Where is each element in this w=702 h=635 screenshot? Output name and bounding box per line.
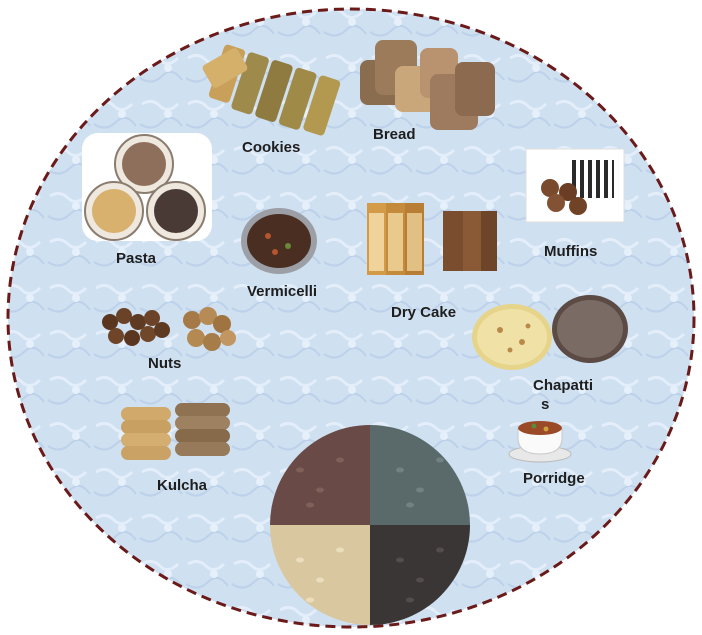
muffins-image	[525, 148, 625, 223]
nuts-image	[102, 307, 236, 351]
label-muffins: Muffins	[544, 243, 598, 260]
label-porridge: Porridge	[523, 470, 585, 487]
grains-image	[270, 425, 470, 625]
cookies-image	[202, 44, 341, 136]
label-pasta: Pasta	[116, 250, 157, 267]
label-nuts: Nuts	[148, 355, 182, 372]
bread-image	[360, 40, 495, 130]
label-vermicelli: Vermicelli	[247, 283, 318, 300]
pasta-image	[82, 133, 212, 241]
kulcha-image	[121, 403, 230, 460]
label-dry-cake: Dry Cake	[391, 304, 457, 321]
dry-cake-image	[367, 203, 497, 275]
label-kulcha: Kulcha	[157, 477, 208, 494]
label-chapattis-line1: Chapatti	[533, 377, 593, 394]
chapattis-image	[472, 295, 628, 370]
porridge-image	[508, 421, 572, 463]
vermicelli-image	[241, 208, 317, 274]
label-chapattis-line2: s	[541, 396, 550, 413]
label-cookies: Cookies	[242, 139, 301, 156]
label-bread: Bread	[373, 126, 416, 143]
